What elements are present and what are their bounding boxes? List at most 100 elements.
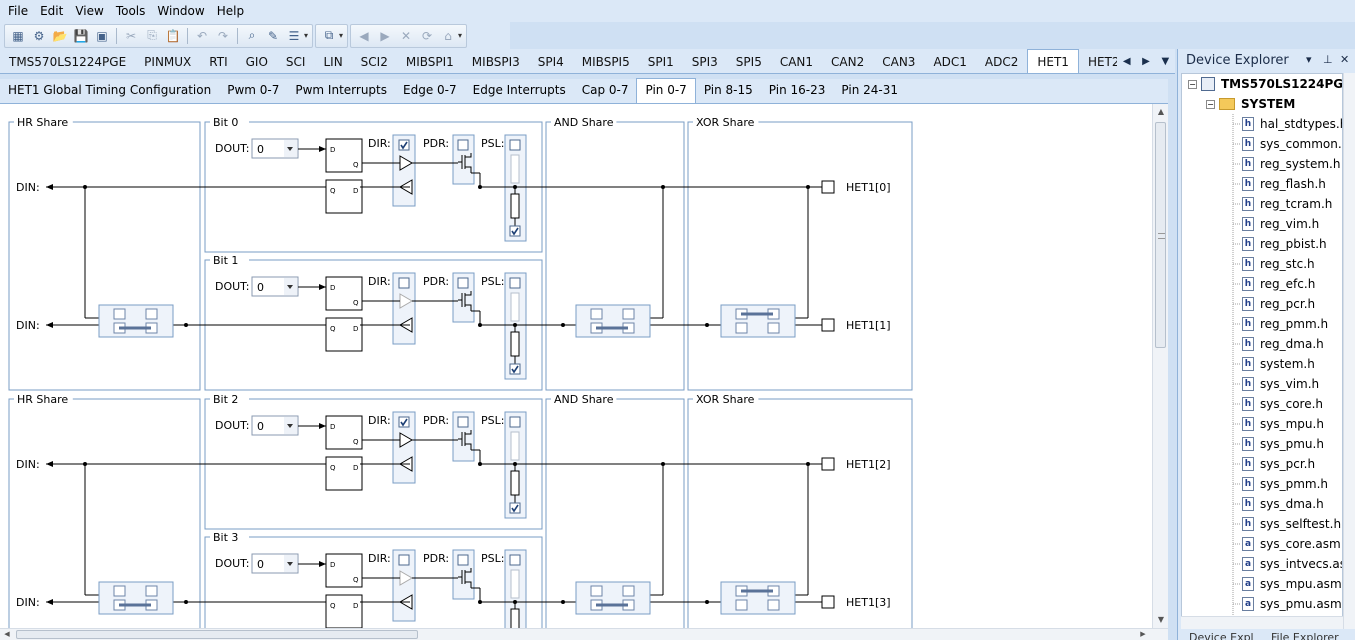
tab-spi5[interactable]: SPI5 [735, 55, 762, 69]
tab-gio[interactable]: GIO [245, 55, 268, 69]
tab-mibspi5[interactable]: MIBSPI5 [581, 55, 630, 69]
dout-select[interactable]: 0 [251, 553, 299, 574]
toolbar-overflow-icon[interactable]: ▾ [458, 31, 463, 40]
copy-icon[interactable]: ⎘ [147, 28, 157, 42]
pull-enable-checkbox[interactable] [509, 139, 521, 151]
hr-share-switch-contact[interactable] [113, 308, 126, 320]
pull-select-checkbox-box[interactable] [509, 502, 521, 514]
hr-share-switch[interactable] [98, 304, 174, 338]
hr-share-switch[interactable] [98, 581, 174, 615]
subtab-pin-0-7[interactable]: Pin 0-7 [636, 78, 696, 103]
tab-scroll-right-icon[interactable]: ▶ [1142, 55, 1150, 67]
save-icon[interactable]: 💾 [73, 28, 89, 43]
pull-select-checkbox-box[interactable] [509, 363, 521, 375]
and-share-switch[interactable] [575, 304, 651, 338]
tab-rti[interactable]: RTI [209, 55, 228, 69]
tab-spi4[interactable]: SPI4 [537, 55, 564, 69]
tab-can3[interactable]: CAN3 [882, 55, 916, 69]
paste-icon[interactable]: 📋 [165, 28, 181, 43]
tree-root-node[interactable]: − TMS570LS1224PGE [1188, 74, 1342, 94]
dir-checkbox-box[interactable] [398, 277, 410, 289]
hr-share-switch-contact[interactable] [145, 308, 158, 320]
tab-sci2[interactable]: SCI2 [360, 55, 388, 69]
tab-spi3[interactable]: SPI3 [691, 55, 718, 69]
open-folder-icon[interactable]: 📂 [52, 28, 68, 43]
tab-het1[interactable]: HET1 [1027, 49, 1079, 73]
menu-tools[interactable]: Tools [115, 4, 146, 18]
diagram-horizontal-scrollbar[interactable]: ◀ ▶ [0, 628, 1168, 640]
redo-icon[interactable]: ↷ [217, 28, 229, 43]
scroll-thumb[interactable] [1155, 122, 1166, 348]
pdr-checkbox[interactable] [457, 416, 469, 428]
dout-select[interactable]: 0 [251, 138, 299, 159]
dir-checkbox-box[interactable] [398, 416, 410, 428]
pull-enable-checkbox-box[interactable] [509, 554, 521, 566]
tab-adc2[interactable]: ADC2 [984, 55, 1019, 69]
forward-icon[interactable]: ▶ [380, 28, 390, 43]
stop-icon[interactable]: ✕ [401, 28, 412, 43]
dout-select[interactable]: 0 [251, 415, 299, 436]
tree-folder-node[interactable]: − SYSTEM [1206, 94, 1295, 114]
tab-can2[interactable]: CAN2 [831, 55, 865, 69]
xor-share-switch-contact[interactable] [735, 322, 748, 334]
tab-pinmux[interactable]: PINMUX [144, 55, 192, 69]
dout-select[interactable]: 0 [251, 276, 299, 297]
save-all-icon[interactable]: ▣ [96, 28, 108, 43]
xor-share-switch-contact[interactable] [767, 322, 780, 334]
collapse-icon[interactable]: − [1206, 99, 1215, 109]
dir-checkbox[interactable] [398, 139, 410, 151]
pdr-checkbox[interactable] [457, 554, 469, 566]
back-icon[interactable]: ◀ [359, 28, 369, 43]
hr-share-switch-contact[interactable] [113, 585, 126, 597]
menu-view[interactable]: View [75, 4, 104, 18]
xor-share-switch[interactable] [720, 304, 796, 338]
subtab-het1-global-timing-configuration[interactable]: HET1 Global Timing Configuration [8, 83, 212, 97]
device-tree-vertical-scrollbar[interactable] [1343, 73, 1355, 629]
pull-enable-checkbox-box[interactable] [509, 139, 521, 151]
configure-icon[interactable]: ⚙ [33, 28, 45, 43]
dir-checkbox[interactable] [398, 416, 410, 428]
tab-spi1[interactable]: SPI1 [647, 55, 674, 69]
pull-enable-checkbox[interactable] [509, 277, 521, 289]
tab-tms570ls1224pge[interactable]: TMS570LS1224PGE [9, 55, 127, 69]
tab-lin[interactable]: LIN [323, 55, 343, 69]
dir-checkbox[interactable] [398, 554, 410, 566]
toolbar-overflow-icon[interactable]: ▾ [304, 31, 309, 40]
pull-select-checkbox[interactable] [509, 225, 521, 237]
menu-edit[interactable]: Edit [40, 4, 64, 18]
pdr-checkbox[interactable] [457, 139, 469, 151]
toolbar-overflow-icon[interactable]: ▾ [339, 31, 344, 40]
explorer-tab-0[interactable]: Device Expl [1189, 631, 1254, 640]
tab-list-dropdown-icon[interactable]: ▼ [1161, 55, 1170, 67]
scroll-thumb[interactable] [16, 630, 418, 639]
tab-scroll-left-icon[interactable]: ◀ [1122, 55, 1131, 67]
menu-window[interactable]: Window [157, 4, 205, 18]
dir-checkbox[interactable] [398, 277, 410, 289]
tab-sci[interactable]: SCI [285, 55, 306, 69]
dir-checkbox-box[interactable] [398, 554, 410, 566]
scroll-up-icon[interactable]: ▲ [1157, 107, 1165, 116]
home-icon[interactable]: ⌂ [444, 28, 452, 43]
pin-panel-icon[interactable]: ⊥ [1323, 53, 1333, 66]
pull-enable-checkbox-box[interactable] [509, 277, 521, 289]
subtab-pwm-0-7[interactable]: Pwm 0-7 [227, 83, 280, 97]
new-project-icon[interactable]: ▦ [12, 28, 24, 43]
tab-mibspi3[interactable]: MIBSPI3 [471, 55, 520, 69]
pdr-checkbox[interactable] [457, 277, 469, 289]
hr-share-switch-contact[interactable] [145, 585, 158, 597]
collapse-icon[interactable]: − [1188, 79, 1197, 89]
